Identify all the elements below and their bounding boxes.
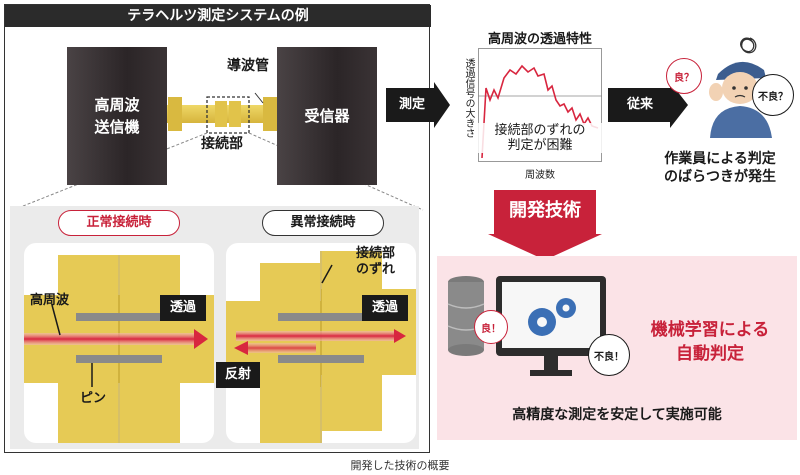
transmitter-block: 高周波 送信機 xyxy=(67,47,167,185)
abnormal-reflect-tag: 反射 xyxy=(216,362,260,388)
monitor-icon-base xyxy=(530,370,572,376)
worker-face-icon xyxy=(722,72,758,104)
gear-icon-small-hole xyxy=(562,304,570,312)
abnormal-misalign-label: 接続部 のずれ xyxy=(356,246,396,277)
database-icon-bottom xyxy=(448,344,484,356)
worker-eye-left xyxy=(732,86,736,90)
abnormal-pin-bottom xyxy=(278,355,364,363)
worker-eye-right xyxy=(744,86,748,90)
footer-caption: 開発した技術の概要 xyxy=(350,459,450,472)
worker-caption-line2: のばらつきが発生 xyxy=(664,169,776,185)
chart-note-line1: 接続部のずれの xyxy=(494,123,586,138)
connector-flange-left xyxy=(215,101,227,127)
normal-wave-label: 高周波 xyxy=(30,293,70,308)
measure-label: 測定 xyxy=(398,97,425,112)
normal-pin-bottom xyxy=(76,355,162,363)
waveguide-label: 導波管 xyxy=(227,58,269,74)
normal-pin-label: ピン xyxy=(80,391,107,406)
chart-note-line2: 判定が困難 xyxy=(507,138,573,153)
chart-xlabel: 周波数 xyxy=(525,170,555,181)
normal-transmit-tag: 透過 xyxy=(160,295,206,321)
chart-ylabel: 透過信号の大きさ xyxy=(463,58,474,138)
normal-wave-leader xyxy=(51,304,61,336)
ml-title-line2: 自動判定 xyxy=(676,344,744,364)
normal-diagram xyxy=(24,255,214,443)
chart-title: 高周波の透過特性 xyxy=(487,32,592,47)
chart-curve xyxy=(481,64,599,159)
worker-hand-icon xyxy=(709,83,723,101)
confusion-scribble-icon xyxy=(740,37,757,54)
system-title: テラヘルツ測定システムの例 xyxy=(5,5,431,27)
ml-bubble-bad: 不良！ xyxy=(588,334,630,376)
worker-caption: 作業員による判定 のばらつきが発生 xyxy=(640,150,800,186)
measure-arrow xyxy=(386,82,450,128)
gear-icon-large-hole xyxy=(537,317,547,327)
connection-label: 接続部 xyxy=(201,136,243,152)
chart-note: 接続部のずれの 判定が困難 xyxy=(478,123,602,153)
normal-beam xyxy=(24,333,194,345)
abnormal-beam-forward xyxy=(236,331,396,341)
abnormal-diagram xyxy=(226,251,416,443)
abnormal-beam-arrowhead xyxy=(394,329,406,343)
connector-flange-right xyxy=(229,101,241,127)
worker-bubble-bad: 不良？ xyxy=(752,74,794,116)
abnormal-transmit-tag: 透過 xyxy=(362,295,408,321)
worker-cap-icon xyxy=(716,61,766,80)
ml-title-line1: 機械学習による xyxy=(650,320,770,340)
connection-highlight xyxy=(206,96,250,134)
database-icon-ring1 xyxy=(447,303,485,309)
ml-caption: 高精度な測定を安定して実施可能 xyxy=(512,407,722,423)
transmitter-flange xyxy=(168,97,182,131)
worker-bubble-good: 良？ xyxy=(666,58,702,94)
receiver-block: 受信器 xyxy=(277,47,377,185)
abnormal-reflect-arrowhead xyxy=(234,341,248,355)
worker-caption-line1: 作業員による判定 xyxy=(664,151,776,167)
monitor-icon-stand xyxy=(544,356,558,372)
dev-label: 開発技術 xyxy=(509,200,581,221)
conventional-label: 従来 xyxy=(626,97,653,112)
normal-title: 正常接続時 xyxy=(58,210,180,236)
abnormal-misalign-leader xyxy=(321,264,333,284)
worker-mouth xyxy=(734,94,746,98)
ml-title: 機械学習による 自動判定 xyxy=(630,318,790,366)
normal-pin-top xyxy=(76,313,162,321)
abnormal-pin-top xyxy=(278,313,364,321)
worker-body-icon xyxy=(710,106,772,138)
ml-bubble-good: 良！ xyxy=(474,310,508,344)
worker-illustration xyxy=(709,37,772,138)
abnormal-beam-reflect xyxy=(246,343,316,353)
receiver-flange xyxy=(263,97,277,131)
abnormal-title: 異常接続時 xyxy=(262,210,384,236)
dev-arrow xyxy=(488,190,602,260)
waveguide-leader xyxy=(254,92,264,104)
normal-beam-arrowhead xyxy=(194,329,208,349)
conventional-arrow xyxy=(608,82,688,128)
